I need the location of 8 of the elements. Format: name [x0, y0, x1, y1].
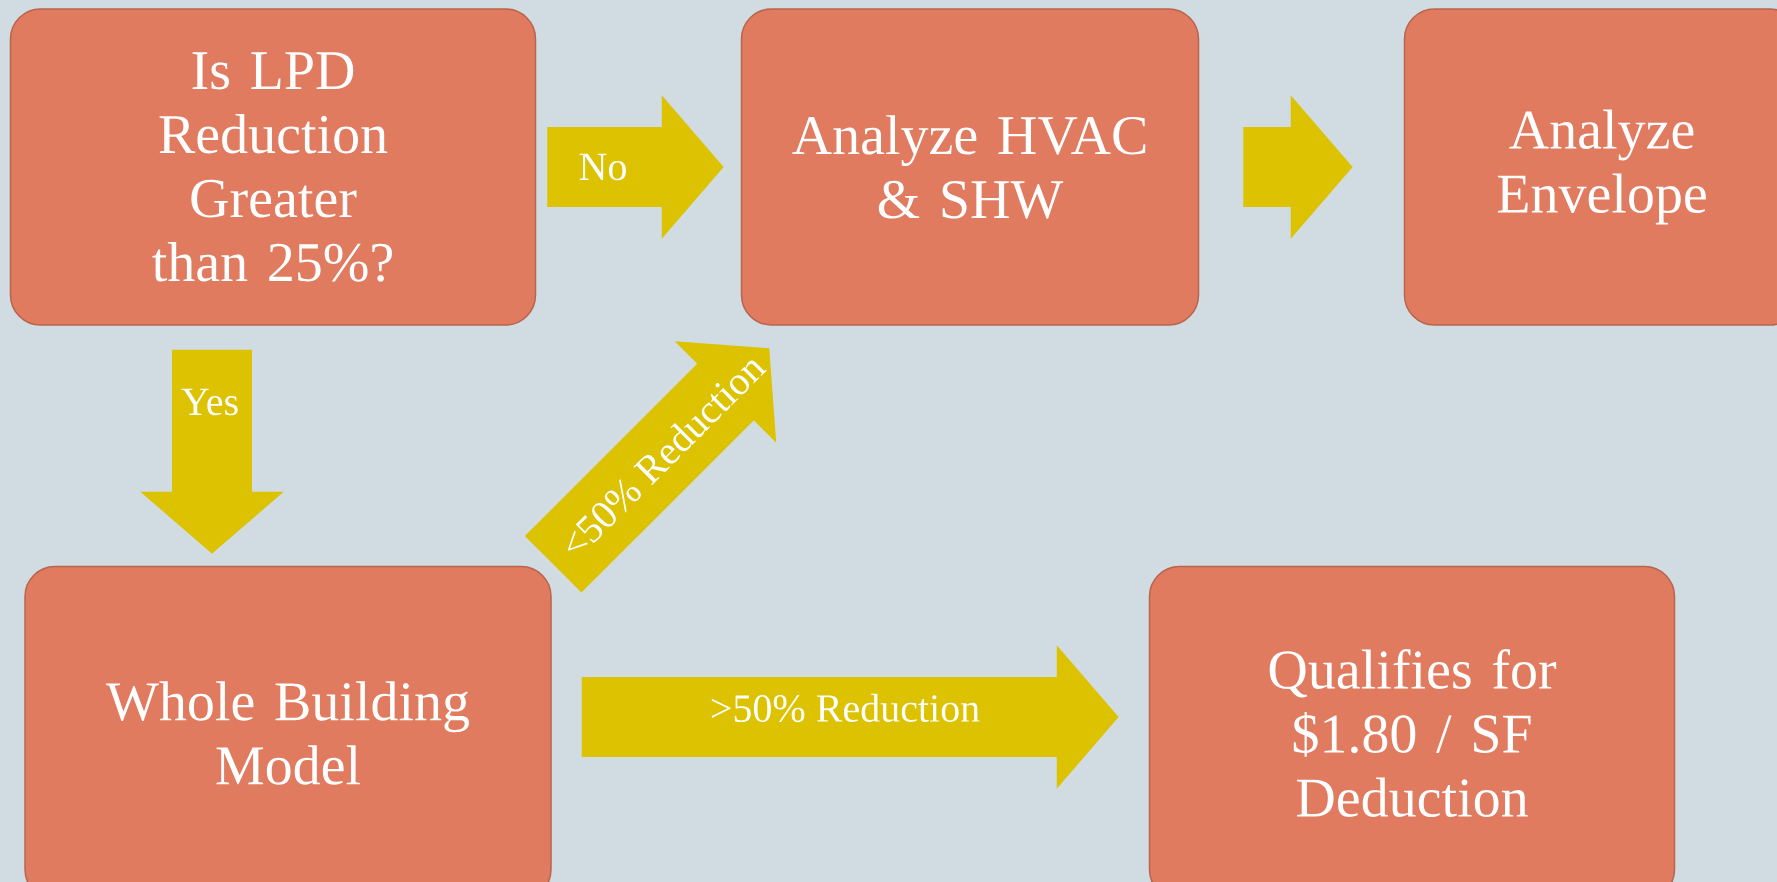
process-box: Qualifies for $1.80 / SF Deduction [1148, 565, 1676, 882]
process-box: Analyze HVAC & SHW [740, 8, 1200, 326]
edge-label: Yes [178, 386, 242, 418]
edge-label: >50% Reduction [707, 691, 983, 725]
process-box: Whole Building Model [24, 565, 552, 882]
process-box: Analyze Envelope [1403, 8, 1777, 326]
edge-label: No [576, 151, 630, 183]
process-box: Is LPD Reduction Greater than 25%? [9, 8, 537, 326]
